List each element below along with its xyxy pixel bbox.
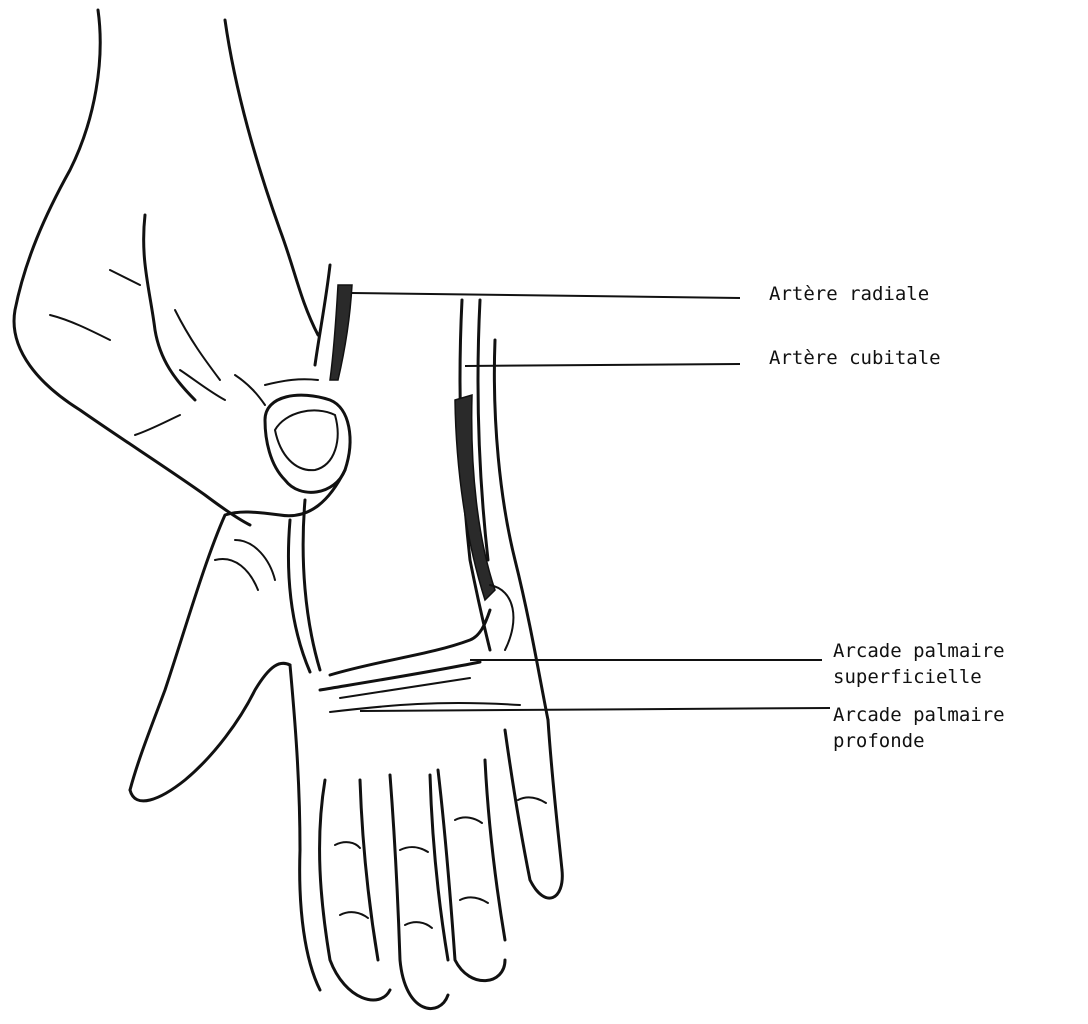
examiner-hand — [14, 10, 350, 525]
label-artere-cubitale-text: Artère cubitale — [769, 347, 941, 369]
label-artere-radiale-text: Artère radiale — [769, 283, 929, 305]
leader-profonde — [360, 708, 830, 711]
label-arcade-profonde-line1: Arcade palmaire — [833, 702, 1005, 728]
label-arcade-superficielle-line1: Arcade palmaire — [833, 638, 1005, 664]
label-arcade-superficielle: Arcade palmaire superficielle — [833, 638, 1005, 690]
label-artere-cubitale: Artère cubitale — [769, 345, 941, 371]
leader-lines — [352, 293, 830, 711]
radial-artery-site — [315, 265, 352, 380]
patient-hand — [130, 300, 562, 1009]
label-arcade-profonde: Arcade palmaire profonde — [833, 702, 1005, 754]
label-arcade-profonde-line2: profonde — [833, 728, 1005, 754]
leader-cubitale — [465, 364, 740, 366]
leader-radiale — [352, 293, 740, 298]
label-artere-radiale: Artère radiale — [769, 281, 929, 307]
label-arcade-superficielle-line2: superficielle — [833, 664, 1005, 690]
